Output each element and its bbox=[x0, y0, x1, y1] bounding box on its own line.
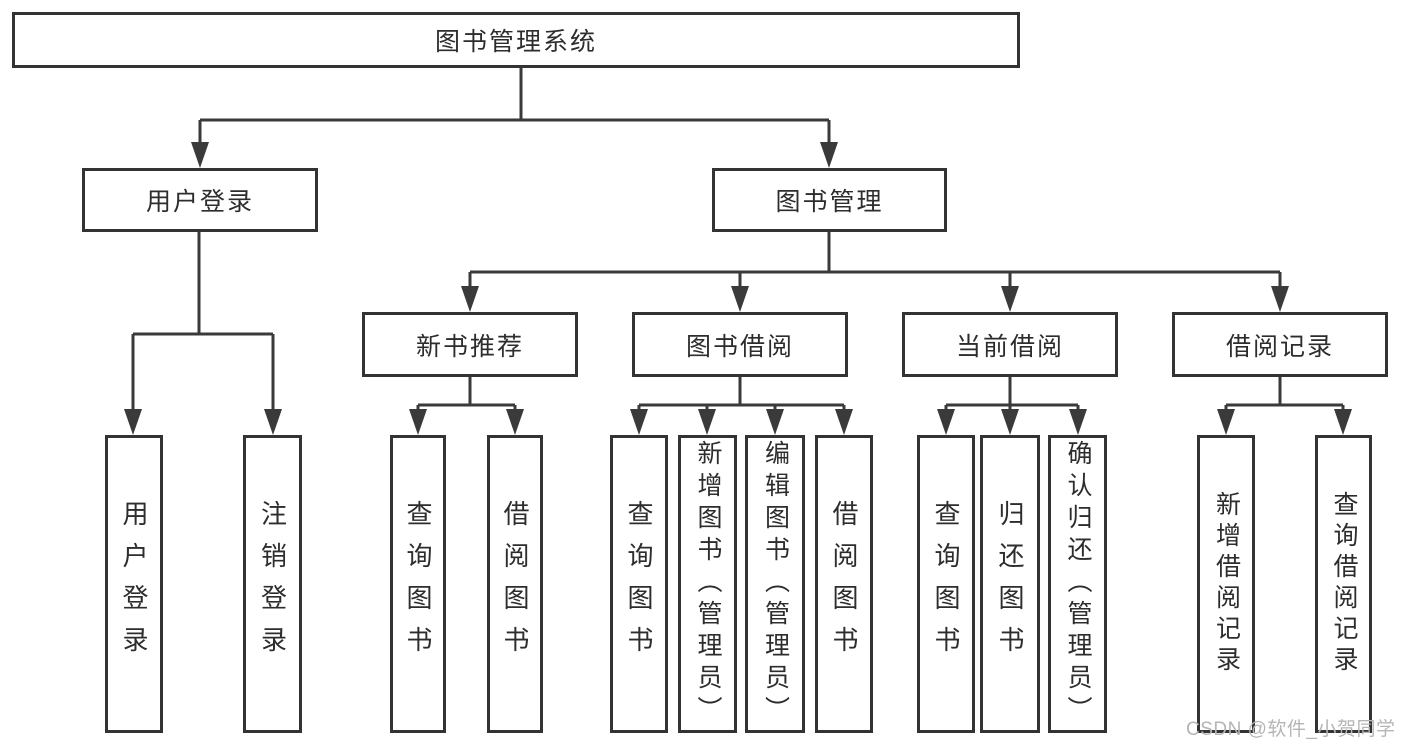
node-book-borrow: 图书借阅 bbox=[632, 312, 848, 377]
connector-user-login bbox=[131, 232, 275, 413]
arrow-icon bbox=[124, 409, 142, 435]
node-label: 注销登录 bbox=[257, 500, 288, 668]
node-user-login: 用户登录 bbox=[82, 168, 318, 232]
leaf-borrow-books: 借阅图书 bbox=[815, 435, 873, 733]
connector-root bbox=[198, 68, 831, 146]
connector-new-book-recommend bbox=[416, 377, 517, 413]
node-label: 查询图书 bbox=[403, 500, 433, 668]
node-label: 图书借阅 bbox=[685, 332, 794, 361]
leaf-return-books: 归还图书 bbox=[980, 435, 1040, 733]
node-label: 查询借阅记录 bbox=[1330, 491, 1358, 677]
leaf-current-query-books: 查询图书 bbox=[917, 435, 975, 733]
node-label: 当前借阅 bbox=[955, 332, 1064, 361]
node-label: 确认归还（管理员） bbox=[1064, 440, 1092, 728]
arrow-icon bbox=[264, 409, 282, 435]
arrowheads bbox=[124, 142, 1352, 435]
node-label: 归还图书 bbox=[995, 500, 1025, 668]
connector-book-borrow bbox=[637, 377, 846, 413]
node-label: 查询图书 bbox=[624, 500, 654, 668]
arrow-icon bbox=[630, 409, 648, 435]
arrow-icon bbox=[731, 286, 749, 312]
node-label: 新增借阅记录 bbox=[1212, 491, 1241, 677]
arrow-icon bbox=[937, 409, 955, 435]
connector-current-borrow bbox=[944, 377, 1080, 413]
arrow-icon bbox=[766, 409, 784, 435]
arrow-icon bbox=[698, 409, 716, 435]
arrow-icon bbox=[461, 286, 479, 312]
node-label: 查询图书 bbox=[931, 500, 961, 668]
leaf-add-books-admin: 新增图书（管理员） bbox=[678, 435, 737, 733]
connector-book-management bbox=[468, 232, 1282, 290]
leaf-recommend-borrow-books: 借阅图书 bbox=[487, 435, 543, 733]
connector-borrow-records bbox=[1224, 377, 1345, 413]
node-label: 借阅记录 bbox=[1225, 332, 1334, 361]
node-label: 编辑图书（管理员） bbox=[761, 440, 790, 728]
arrow-icon bbox=[191, 142, 209, 168]
arrow-icon bbox=[506, 409, 524, 435]
node-label: 图书管理系统 bbox=[434, 28, 597, 56]
node-label: 借阅图书 bbox=[829, 500, 859, 668]
node-new-book-recommend: 新书推荐 bbox=[362, 312, 578, 377]
node-label: 图书管理 bbox=[775, 188, 884, 216]
leaf-add-borrow-record: 新增借阅记录 bbox=[1197, 435, 1255, 733]
arrow-icon bbox=[1001, 409, 1019, 435]
node-label: 用户登录 bbox=[145, 188, 254, 216]
arrow-icon bbox=[1069, 409, 1087, 435]
node-label: 用户登录 bbox=[119, 500, 149, 668]
arrow-icon bbox=[409, 409, 427, 435]
node-current-borrow: 当前借阅 bbox=[902, 312, 1118, 377]
leaf-recommend-query-books: 查询图书 bbox=[390, 435, 446, 733]
arrow-icon bbox=[1334, 409, 1352, 435]
leaf-confirm-return-admin: 确认归还（管理员） bbox=[1048, 435, 1107, 733]
arrow-icon bbox=[820, 142, 838, 168]
leaf-query-borrow-record: 查询借阅记录 bbox=[1315, 435, 1372, 733]
arrow-icon bbox=[1001, 286, 1019, 312]
leaf-logout: 注销登录 bbox=[243, 435, 302, 733]
node-label: 新增图书（管理员） bbox=[694, 440, 722, 728]
arrow-icon bbox=[835, 409, 853, 435]
csdn-watermark: CSDN @软件_小贺同学 bbox=[1186, 719, 1396, 740]
node-label: 借阅图书 bbox=[500, 500, 530, 668]
arrow-icon bbox=[1271, 286, 1289, 312]
node-label: 新书推荐 bbox=[415, 332, 524, 361]
node-library-management-system: 图书管理系统 bbox=[12, 12, 1020, 68]
leaf-edit-books-admin: 编辑图书（管理员） bbox=[745, 435, 805, 733]
arrow-icon bbox=[1217, 409, 1235, 435]
leaf-borrow-query-books: 查询图书 bbox=[610, 435, 668, 733]
node-book-management: 图书管理 bbox=[712, 168, 947, 232]
leaf-user-login: 用户登录 bbox=[105, 435, 163, 733]
node-borrow-records: 借阅记录 bbox=[1172, 312, 1388, 377]
